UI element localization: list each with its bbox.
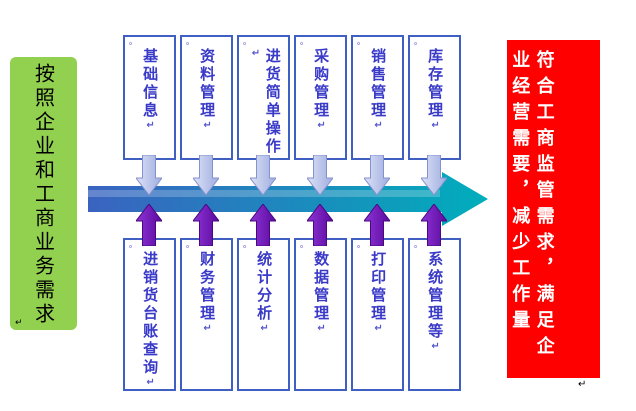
module-box-statistics: 。 统计分析↵ xyxy=(237,238,290,391)
up-arrow-icon xyxy=(250,204,276,246)
down-arrow-icon xyxy=(250,155,276,195)
up-arrow-icon xyxy=(307,204,333,246)
return-mark-icon: ↵ xyxy=(202,323,214,334)
module-label: 资料管理↵ xyxy=(198,48,217,131)
module-label: 打印管理↵ xyxy=(369,251,388,334)
module-label: 库存管理↵ xyxy=(426,48,445,131)
return-mark-icon: ↵ xyxy=(202,120,214,131)
anchor-mark-icon: 。 xyxy=(129,240,137,249)
anchor-mark-icon: 。 xyxy=(243,37,251,46)
module-label: 系统管理等↵ xyxy=(426,251,445,352)
anchor-mark-icon: 。 xyxy=(357,37,365,46)
return-mark-icon: ↵ xyxy=(316,120,328,131)
right-banner-text: 符合工商监管需求，满足企 业经营需要，减少工作量 xyxy=(507,40,570,378)
module-box-print: 。 打印管理↵ xyxy=(351,238,404,391)
module-box-sales: 。 销售管理↵ xyxy=(351,35,404,160)
module-box-system: 。 系统管理等↵ xyxy=(408,238,461,391)
anchor-mark-icon: 。 xyxy=(300,240,308,249)
down-arrow-icon xyxy=(193,155,219,195)
module-label: 销售管理↵ xyxy=(369,48,388,131)
anchor-mark-icon: 。 xyxy=(357,240,365,249)
module-label-text: 数据管理 xyxy=(312,251,331,323)
module-label: 财务管理↵ xyxy=(198,251,217,334)
right-banner-column-2: 业经营需要，减少工作量 xyxy=(509,50,531,336)
module-label-text: 基础信息 xyxy=(141,48,160,120)
module-label-text: 进销货台账查询 xyxy=(141,251,160,377)
anchor-mark-icon: 。 xyxy=(129,37,137,46)
module-label: 采购管理↵ xyxy=(312,48,331,131)
return-mark-icon: ↵ xyxy=(316,323,328,334)
down-arrow-icon xyxy=(307,155,333,195)
down-arrow-icon xyxy=(421,155,447,195)
anchor-mark-icon: 。 xyxy=(186,37,194,46)
module-label: 基础信息↵ xyxy=(141,48,160,131)
return-mark-icon: ↵ xyxy=(250,48,262,59)
down-arrow-icon xyxy=(364,155,390,195)
return-mark-icon: ↵ xyxy=(373,120,385,131)
anchor-mark-icon: 。 xyxy=(300,37,308,46)
return-mark-icon: ↵ xyxy=(578,379,587,390)
module-label-text: 统计分析 xyxy=(255,251,274,323)
module-box-ledger-query: 。 进销货台账查询↵ xyxy=(123,238,176,391)
module-box-data-material: 。 资料管理↵ xyxy=(180,35,233,160)
left-requirement-banner: 按照企业和工商业务需求 ↵ xyxy=(10,57,77,330)
module-label-text: 库存管理 xyxy=(426,48,445,120)
anchor-mark-icon: 。 xyxy=(186,240,194,249)
return-mark-icon: ↵ xyxy=(145,377,157,388)
module-label: 进销货台账查询↵ xyxy=(141,251,160,388)
module-label-text: 销售管理 xyxy=(369,48,388,120)
module-box-finance: 。 财务管理↵ xyxy=(180,238,233,391)
return-mark-icon: ↵ xyxy=(259,323,271,334)
module-label: 统计分析↵ xyxy=(255,251,274,334)
up-arrow-icon xyxy=(421,204,447,246)
module-box-data-management: 。 数据管理↵ xyxy=(294,238,347,391)
up-arrow-icon xyxy=(136,204,162,246)
module-label: 进货简单操作↵ xyxy=(246,48,282,158)
return-mark-icon: ↵ xyxy=(15,318,23,328)
module-box-purchase-simple-ops: 。 进货简单操作↵ xyxy=(237,35,290,160)
module-box-basic-info: 。 基础信息↵ xyxy=(123,35,176,160)
up-arrow-icon xyxy=(364,204,390,246)
anchor-mark-icon: 。 xyxy=(414,240,422,249)
return-mark-icon: ↵ xyxy=(430,341,442,352)
right-benefit-banner: 符合工商监管需求，满足企 业经营需要，减少工作量 xyxy=(507,40,600,378)
return-mark-icon: ↵ xyxy=(373,323,385,334)
module-label-text: 采购管理 xyxy=(312,48,331,120)
module-label-text: 财务管理 xyxy=(198,251,217,323)
module-box-procurement: 。 采购管理↵ xyxy=(294,35,347,160)
module-label: 数据管理↵ xyxy=(312,251,331,334)
up-arrow-icon xyxy=(193,204,219,246)
down-arrow-icon xyxy=(136,155,162,195)
return-mark-icon: ↵ xyxy=(430,120,442,131)
module-label-text: 打印管理 xyxy=(369,251,388,323)
right-banner-column-1: 符合工商监管需求，满足企 xyxy=(533,50,555,362)
left-banner-text: 按照企业和工商业务需求 xyxy=(31,63,56,327)
anchor-mark-icon: 。 xyxy=(414,37,422,46)
return-mark-icon: ↵ xyxy=(145,120,157,131)
module-label-text: 进货简单操作 xyxy=(263,48,282,156)
module-box-inventory: 。 库存管理↵ xyxy=(408,35,461,160)
anchor-mark-icon: 。 xyxy=(243,240,251,249)
module-label-text: 资料管理 xyxy=(198,48,217,120)
module-label-text: 系统管理等 xyxy=(426,251,445,341)
